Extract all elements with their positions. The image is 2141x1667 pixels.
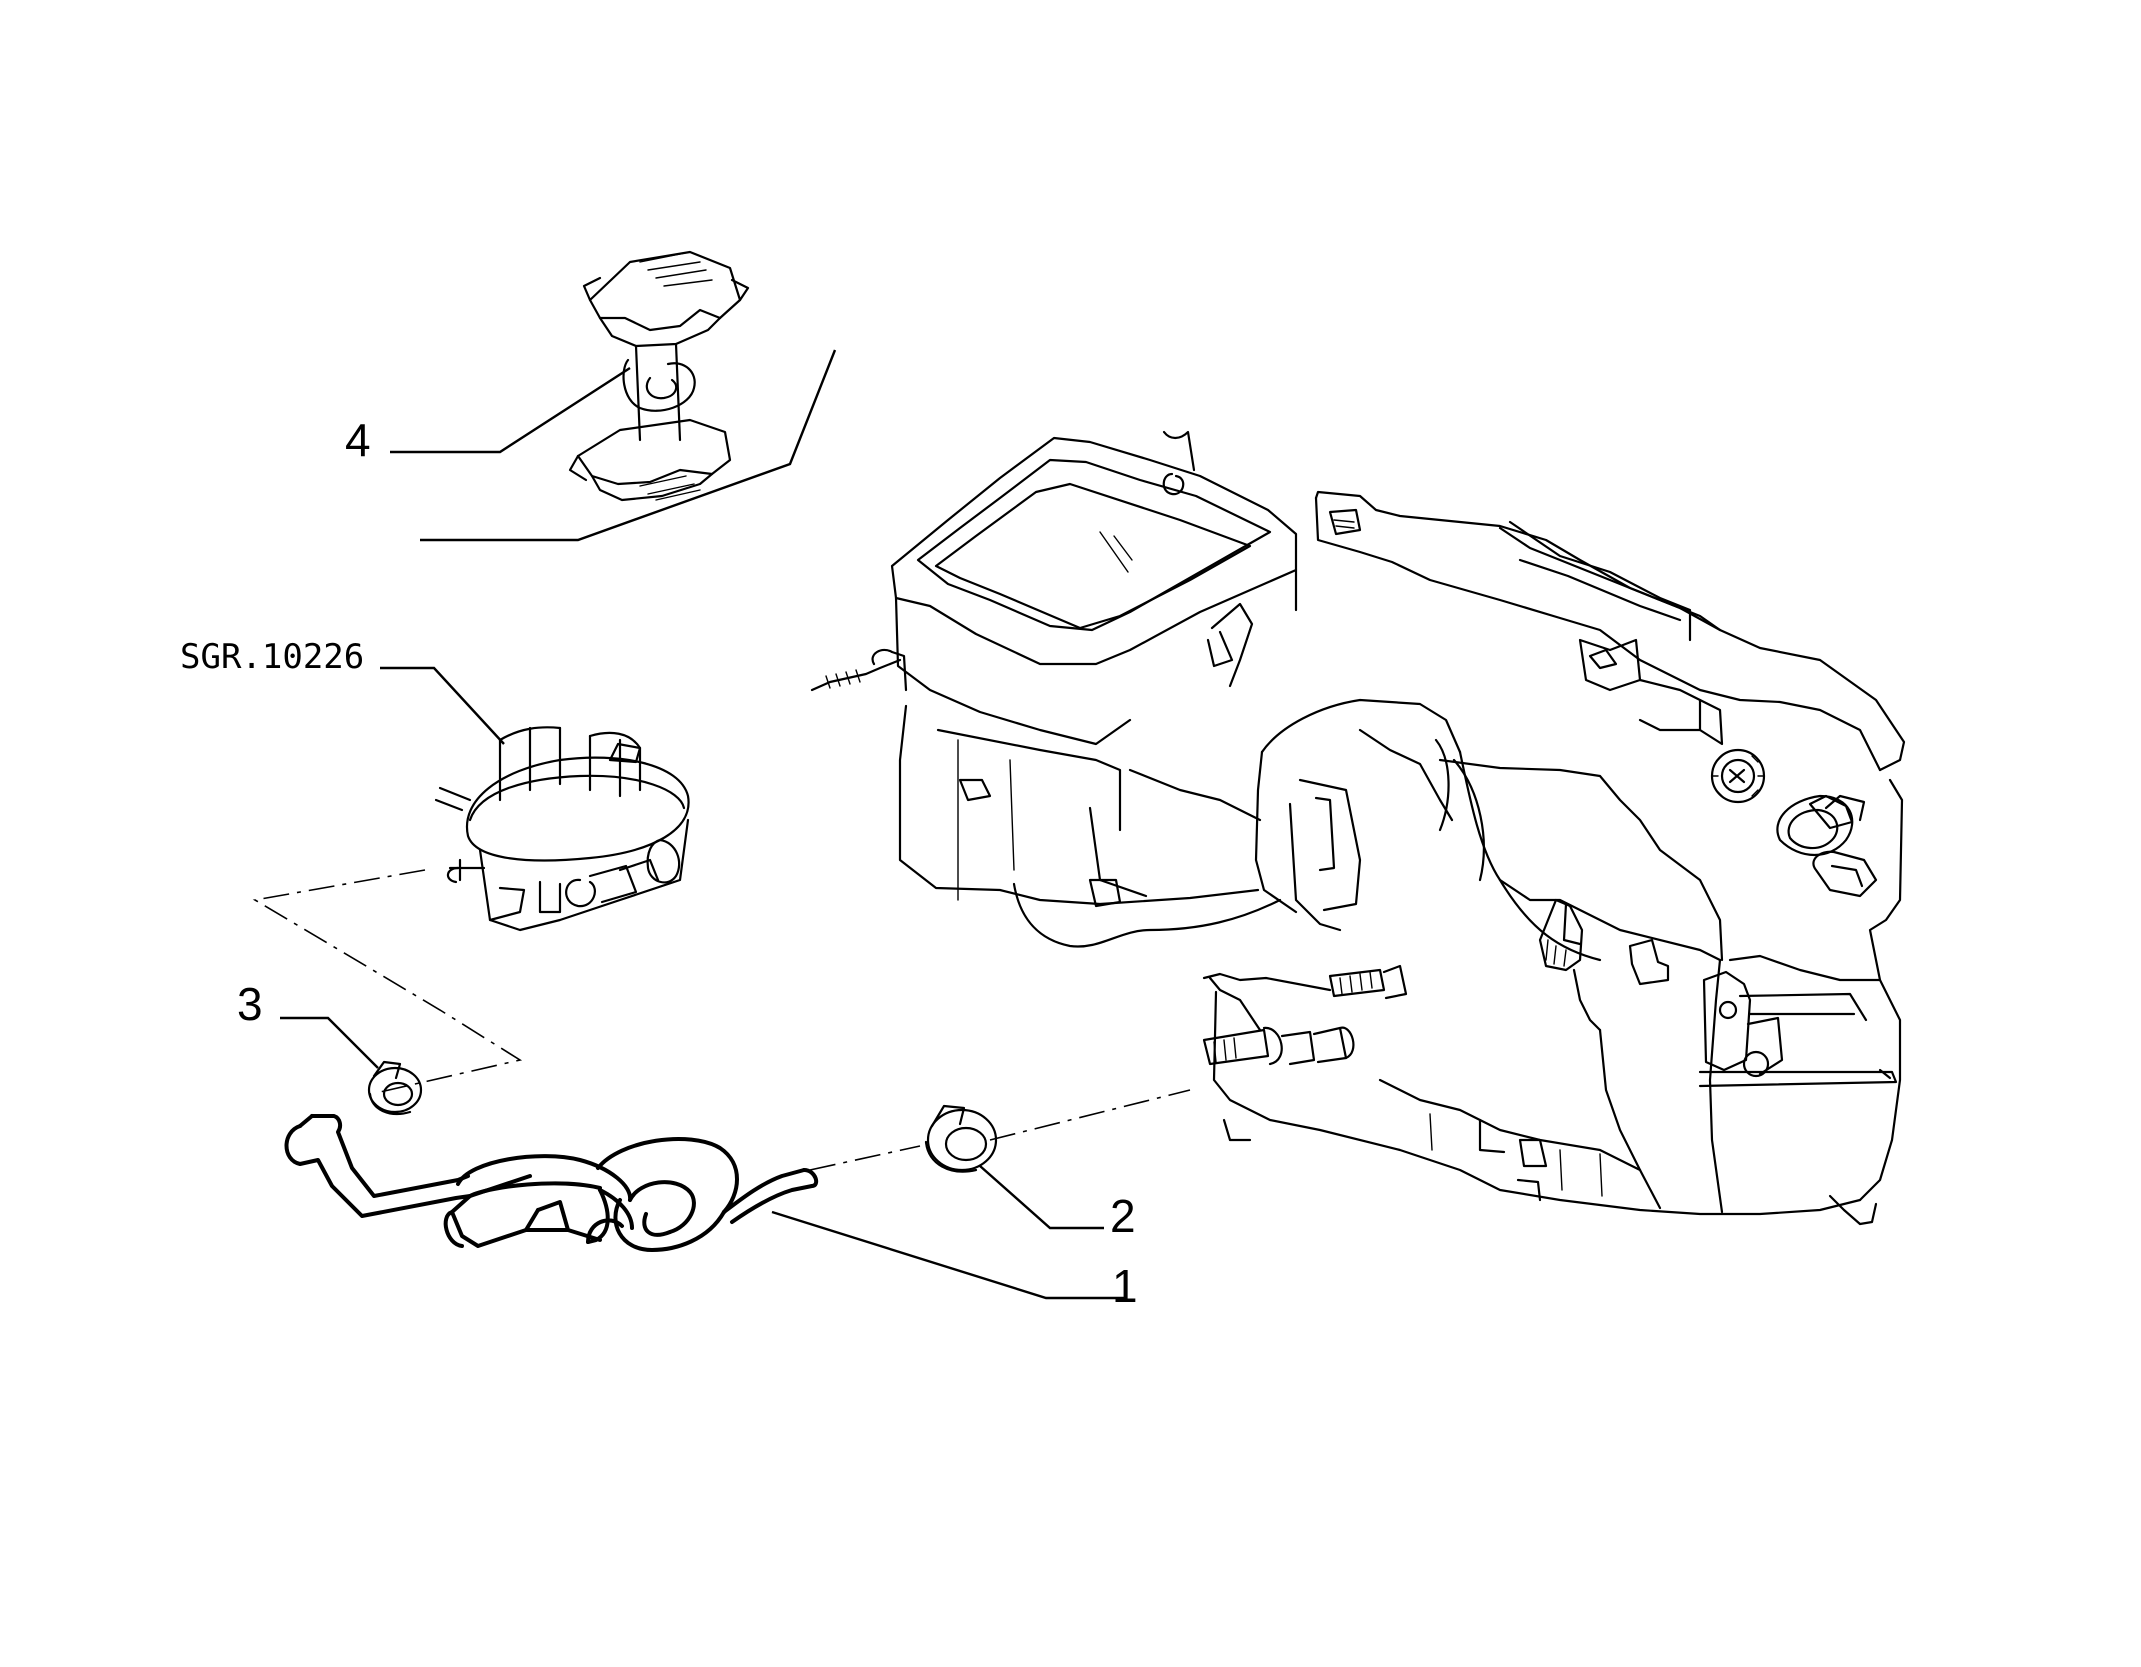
heater-housing-assembly[interactable] (810, 430, 1906, 1226)
callout-2[interactable]: 2 (1110, 1190, 1136, 1242)
part-1-heater-hose[interactable] (284, 1114, 819, 1252)
callout-4[interactable]: 4 (345, 414, 371, 466)
leader-line-3 (280, 1016, 379, 1069)
reference-code-label: SGR.10226 (180, 637, 364, 677)
reference-code-leader (380, 666, 505, 745)
leader-line-4 (390, 366, 631, 454)
reference-subassembly-valve[interactable] (434, 726, 690, 932)
part-3-hose-clamp[interactable] (367, 1060, 423, 1116)
callout-1[interactable]: 1 (1112, 1260, 1138, 1312)
guide-line-hose (809, 1089, 1191, 1171)
callout-3[interactable]: 3 (237, 978, 263, 1030)
part-4-separator-line (420, 349, 837, 542)
leader-line-1 (771, 1210, 1124, 1300)
part-2-hose-clamp[interactable] (924, 1104, 998, 1173)
guide-line-subassembly (252, 869, 523, 1093)
leader-line-2 (979, 1165, 1104, 1230)
part-4-hose-clip[interactable] (568, 250, 750, 502)
